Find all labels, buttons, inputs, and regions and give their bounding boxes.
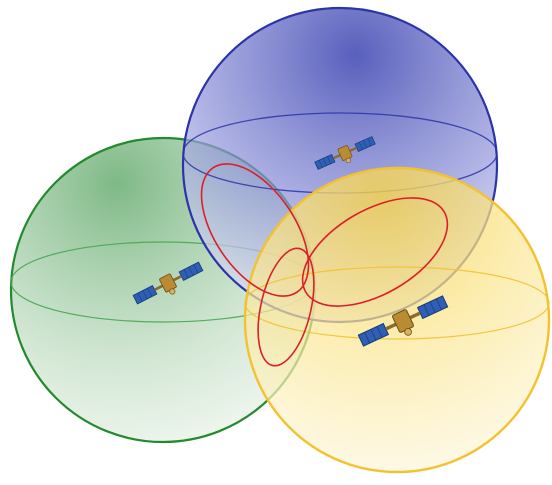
trilateration-diagram — [0, 0, 552, 485]
